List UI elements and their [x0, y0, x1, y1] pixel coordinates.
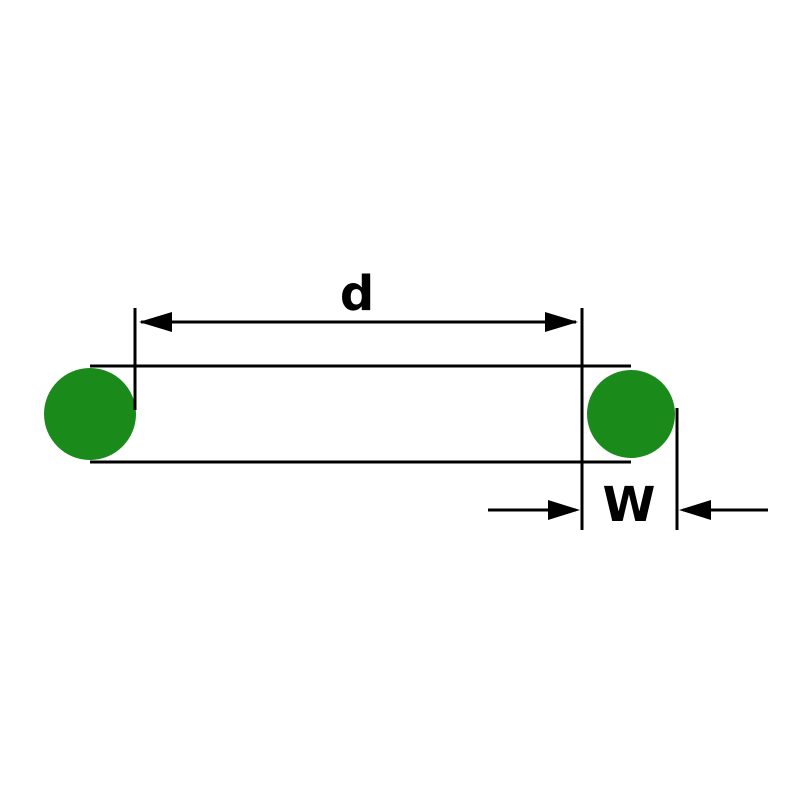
w-arrowhead-right [679, 500, 711, 520]
w-arrowhead-left [548, 500, 580, 520]
d-dimension-label: d [340, 266, 374, 322]
d-arrowhead-right [545, 312, 578, 332]
oring-right-cross-section [587, 370, 675, 458]
d-arrowhead-left [139, 312, 172, 332]
oring-left-cross-section [44, 368, 136, 460]
w-dimension-label: W [603, 477, 656, 533]
